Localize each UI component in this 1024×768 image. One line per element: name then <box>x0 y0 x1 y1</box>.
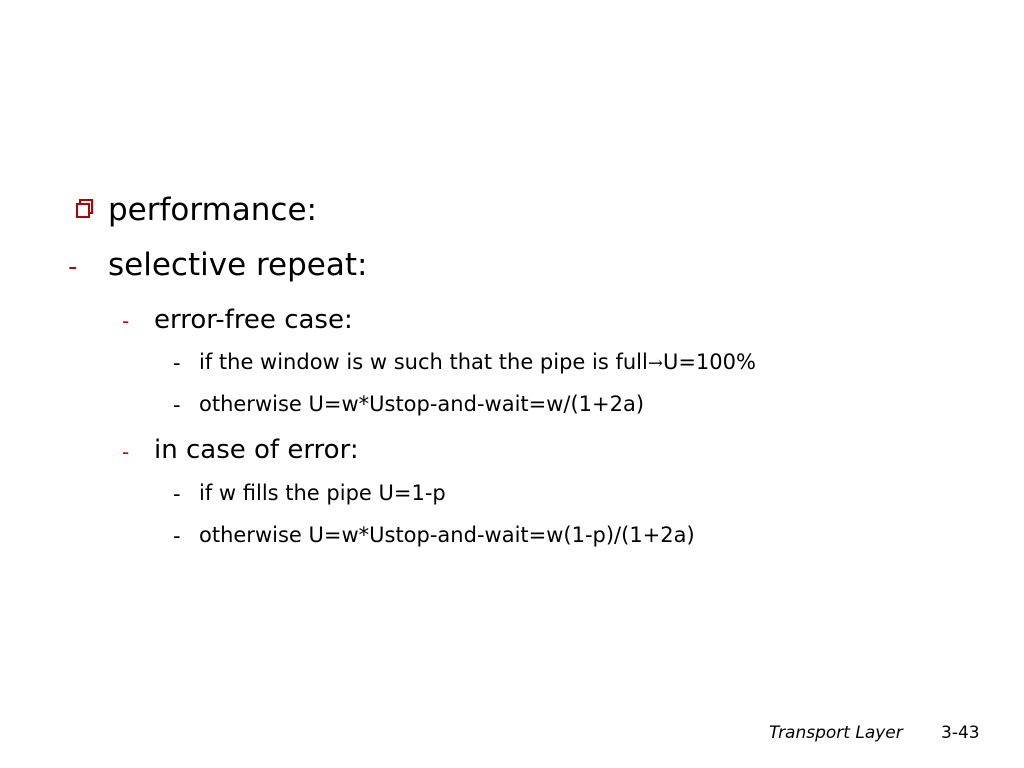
footer-label: Transport Layer <box>769 723 903 743</box>
bullet-otherwise-error: otherwise U=w*Ustop-and-wait=w(1-p)/(1+2… <box>199 523 695 547</box>
bullet-window-full: if the window is w such that the pipe is… <box>199 352 756 373</box>
right-arrow-icon: → <box>647 353 663 374</box>
bullet-otherwise-error-free: otherwise U=w*Ustop-and-wait=w/(1+2a) <box>199 392 645 416</box>
red-dash-bullet: - <box>68 252 78 282</box>
utilization-value: U=100% <box>662 350 756 374</box>
dash-bullet: - <box>173 482 181 506</box>
bullet-error-free-case: error-free case: <box>154 305 353 335</box>
bullet-in-case-of-error: in case of error: <box>154 435 359 465</box>
red-dash-bullet: - <box>122 440 130 464</box>
red-dash-bullet: - <box>122 309 130 333</box>
bullet-w-fills-pipe: if w fills the pipe U=1-p <box>199 481 446 505</box>
checkbox-bullet-icon <box>76 199 93 218</box>
bullet-performance: performance: <box>108 192 317 228</box>
dash-bullet: - <box>173 351 181 375</box>
window-full-text: if the window is w such that the pipe is… <box>199 350 648 374</box>
dash-bullet: - <box>173 393 181 417</box>
dash-bullet: - <box>173 524 181 548</box>
bullet-selective-repeat: selective repeat: <box>108 247 368 283</box>
page-number: 3-43 <box>941 723 980 743</box>
